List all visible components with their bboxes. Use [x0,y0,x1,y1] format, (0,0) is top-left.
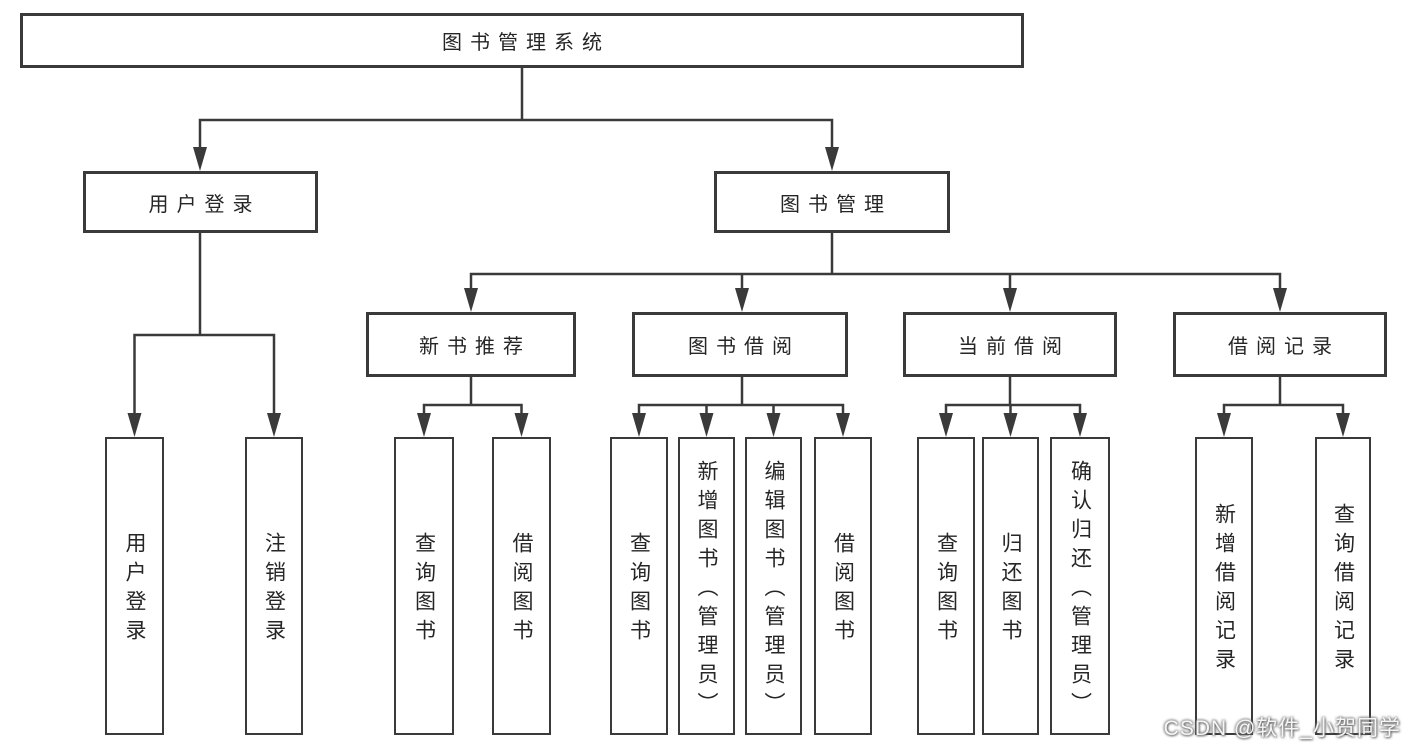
node-leaf-borrow-books-2: 借阅图书 [814,437,872,735]
node-leaf-add-books-admin: 新增图书（管理员） [678,437,735,735]
node-leaf-query-borrow-record-label: 查询借阅记录 [1331,503,1355,677]
node-leaf-query-books-1: 查询图书 [394,437,454,735]
node-leaf-borrow-books-1: 借阅图书 [492,437,551,735]
node-user-login-group-label: 用户登录 [148,193,261,216]
node-current-borrowing: 当前借阅 [903,312,1117,377]
node-leaf-borrow-books-1-label: 借阅图书 [510,532,533,648]
node-new-book-recommendation: 新书推荐 [366,312,576,377]
node-leaf-edit-books-admin-label: 编辑图书（管理员） [762,459,785,721]
node-leaf-query-books-1-label: 查询图书 [412,532,436,648]
node-book-management-label: 图书管理 [780,193,892,216]
node-leaf-query-books-3: 查询图书 [917,437,975,735]
csdn-watermark: CSDN @软件_小贺同学 [1163,717,1401,740]
node-leaf-logout: 注销登录 [245,437,303,735]
node-book-borrowing-label: 图书借阅 [688,336,800,358]
node-book-management: 图书管理 [714,171,950,233]
node-user-login-group: 用户登录 [83,171,318,233]
node-leaf-query-borrow-record: 查询借阅记录 [1315,437,1371,735]
node-current-borrowing-label: 当前借阅 [958,336,1070,358]
node-leaf-add-borrow-record: 新增借阅记录 [1195,437,1253,735]
node-leaf-user-login: 用户登录 [105,437,164,735]
node-leaf-edit-books-admin: 编辑图书（管理员） [745,437,802,735]
node-leaf-logout-label: 注销登录 [262,532,286,648]
node-leaf-query-books-2-label: 查询图书 [627,532,651,648]
node-leaf-confirm-return-admin-label: 确认归还（管理员） [1068,459,1092,721]
node-leaf-confirm-return-admin: 确认归还（管理员） [1050,437,1110,735]
node-book-borrowing: 图书借阅 [632,312,848,377]
node-leaf-add-books-admin-label: 新增图书（管理员） [695,459,718,721]
node-new-book-recommendation-label: 新书推荐 [419,336,531,358]
node-leaf-query-books-3-label: 查询图书 [934,532,958,648]
node-borrowing-records: 借阅记录 [1173,312,1387,377]
node-library-management-system: 图书管理系统 [20,13,1024,68]
node-leaf-add-borrow-record-label: 新增借阅记录 [1212,503,1236,677]
node-leaf-return-books-label: 归还图书 [999,532,1022,648]
node-leaf-borrow-books-2-label: 借阅图书 [831,532,855,648]
node-borrowing-records-label: 借阅记录 [1228,336,1340,358]
node-library-management-system-label: 图书管理系统 [442,32,610,54]
node-leaf-return-books: 归还图书 [982,437,1039,735]
node-leaf-user-login-label: 用户登录 [123,532,146,648]
node-leaf-query-books-2: 查询图书 [610,437,668,735]
